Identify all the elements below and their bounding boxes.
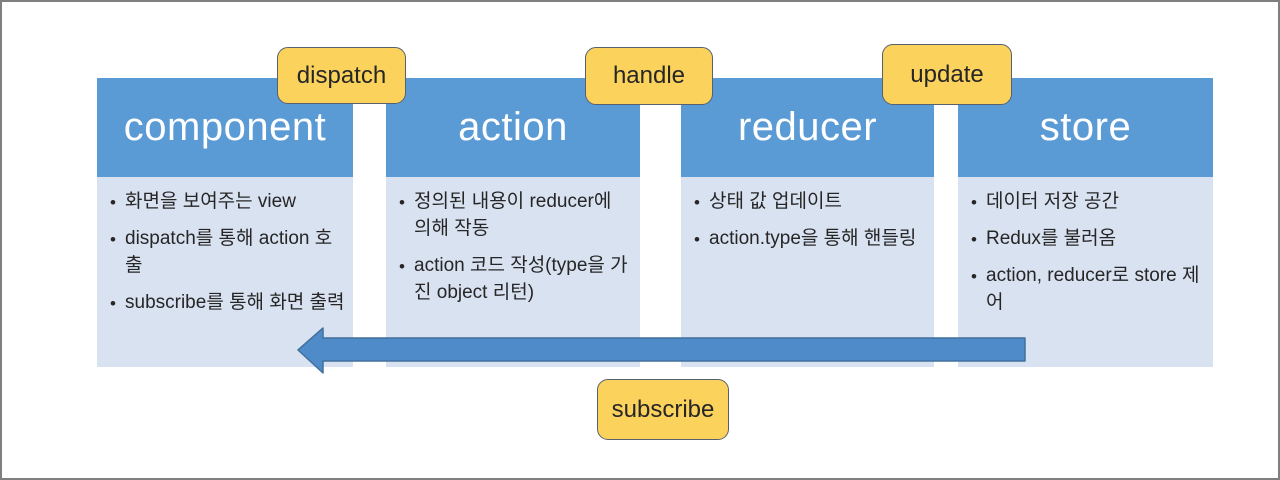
subscribe-label: subscribe bbox=[597, 379, 729, 440]
bullet-marker: • bbox=[110, 230, 116, 250]
column-title: component bbox=[123, 105, 327, 149]
bullet-text: 화면을 보여주는 view bbox=[125, 191, 296, 212]
bullet-item: • 정의된 내용이 reducer에 의해 작동 bbox=[399, 189, 632, 243]
bullet-marker: • bbox=[110, 193, 116, 212]
bullet-text: 상태 값 업데이트 bbox=[709, 191, 842, 212]
bullet-item: • action.type을 통해 핸들링 bbox=[694, 226, 926, 253]
bullet-item: • 데이터 저장 공간 bbox=[971, 189, 1205, 216]
bullet-text: action.type을 통해 핸들링 bbox=[709, 228, 917, 250]
column-body-action: • 정의된 내용이 reducer에 의해 작동 • action 코드 작성(typ… bbox=[386, 177, 640, 367]
bullet-item: • subscribe를 통해 화면 출력 bbox=[110, 290, 345, 317]
bullet-item: • 상태 값 업데이트 bbox=[694, 189, 926, 216]
column-title: action bbox=[458, 105, 568, 149]
flow-column-store: store • 데이터 저장 공간 • Redux를 불러옴 • action, reduc… bbox=[958, 78, 1213, 367]
update-label: update bbox=[882, 44, 1012, 105]
bullet-marker: • bbox=[110, 294, 116, 314]
bullet-item: • 화면을 보여주는 view bbox=[110, 189, 345, 216]
bullet-text: action 코드 작성(type을 가진 object 리턴) bbox=[414, 254, 628, 303]
bullet-text: action, reducer로 store 제어 bbox=[986, 265, 1200, 314]
bullet-item: • dispatch를 통해 action 호출 bbox=[110, 226, 345, 280]
column-body-reducer: • 상태 값 업데이트 • action.type을 통해 핸들링 bbox=[681, 177, 934, 367]
bullet-text: subscribe를 통해 화면 출력 bbox=[125, 292, 345, 314]
column-title: store bbox=[1039, 105, 1132, 149]
column-header-reducer: reducer bbox=[681, 78, 934, 177]
bullet-marker: • bbox=[971, 230, 977, 250]
bullet-marker: • bbox=[399, 193, 405, 212]
bullet-item: • action 코드 작성(type을 가진 object 리턴) bbox=[399, 253, 632, 307]
bullet-text: Redux를 불러옴 bbox=[986, 228, 1117, 250]
flow-column-action: action • 정의된 내용이 reducer에 의해 작동 • action 코드 … bbox=[386, 78, 640, 367]
bullet-text: 정의된 내용이 reducer에 의해 작동 bbox=[414, 191, 612, 239]
bullet-marker: • bbox=[694, 230, 700, 250]
bullet-item: • action, reducer로 store 제어 bbox=[971, 263, 1205, 317]
bullet-item: • Redux를 불러옴 bbox=[971, 226, 1205, 253]
subscribe-label-text: subscribe bbox=[611, 395, 715, 423]
update-label-text: update bbox=[910, 60, 984, 88]
bullet-marker: • bbox=[694, 193, 700, 212]
handle-label: handle bbox=[585, 47, 713, 105]
column-title: reducer bbox=[737, 105, 878, 149]
bullet-marker: • bbox=[971, 267, 977, 287]
bullet-text: 데이터 저장 공간 bbox=[986, 191, 1119, 212]
bullet-marker: • bbox=[971, 193, 977, 212]
column-body-component: • 화면을 보여주는 view • dispatch를 통해 action 호출 • su… bbox=[97, 177, 353, 367]
column-body-store: • 데이터 저장 공간 • Redux를 불러옴 • action, reducer로 s… bbox=[958, 177, 1213, 367]
handle-label-text: handle bbox=[612, 62, 686, 89]
dispatch-label: dispatch bbox=[277, 47, 406, 104]
bullet-marker: • bbox=[399, 256, 405, 276]
dispatch-label-text: dispatch bbox=[296, 61, 387, 89]
bullet-text: dispatch를 통해 action 호출 bbox=[125, 228, 333, 277]
flow-column-component: component • 화면을 보여주는 view • dispatch를 통해 act… bbox=[97, 78, 353, 367]
flow-column-reducer: reducer • 상태 값 업데이트 • action.type을 통해 핸들링 bbox=[681, 78, 934, 367]
